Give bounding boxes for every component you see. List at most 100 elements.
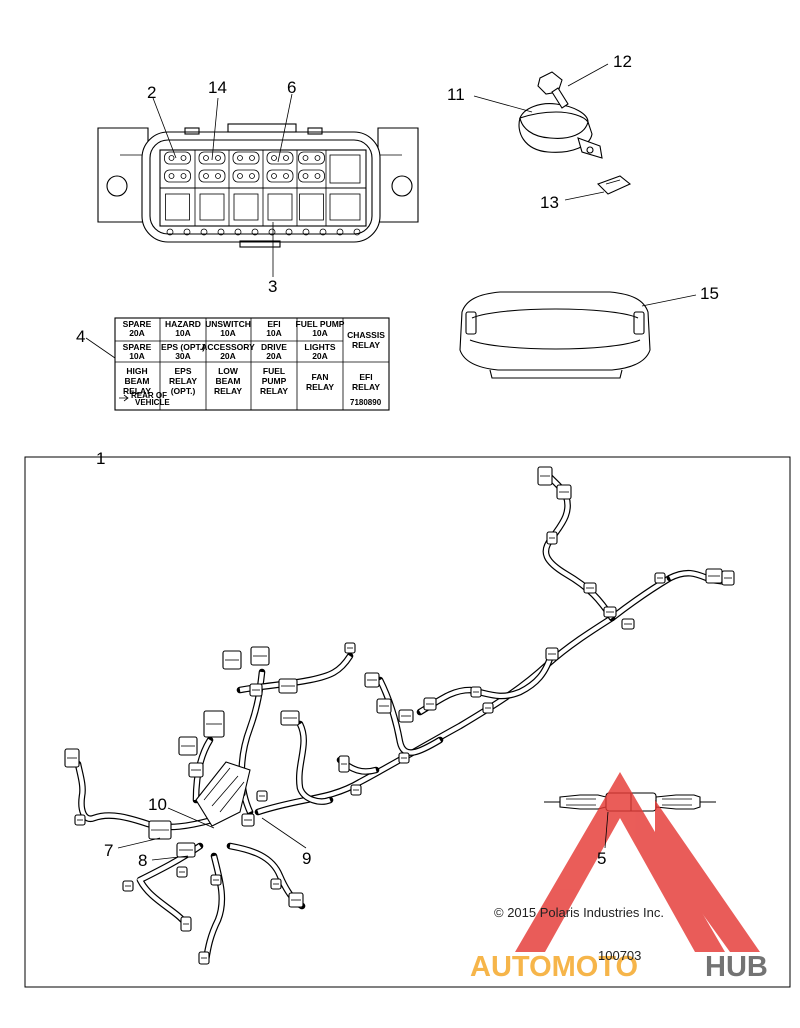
fuse-box-pin <box>183 228 191 236</box>
relay-slot <box>299 193 324 221</box>
fuse-label-cell: 20A <box>220 351 236 361</box>
callout-9: 9 <box>302 849 311 868</box>
fuse-box <box>97 123 419 248</box>
fuse-slot <box>198 169 226 183</box>
fuse-label-cell: LIGHTS <box>304 342 335 352</box>
fuse-label-cell: SPARE <box>123 319 152 329</box>
fuse-box-pin <box>336 228 344 236</box>
fuse-box-pin <box>251 228 259 236</box>
fuse-slot <box>298 151 325 165</box>
callout-2: 2 <box>147 83 156 102</box>
relay-slot <box>267 193 293 221</box>
callout-11: 11 <box>447 85 465 104</box>
fuse-label-cell: 10A <box>129 351 145 361</box>
bolt <box>537 71 569 109</box>
fuse-label-relay: RELAY <box>352 382 380 392</box>
fuse-label-relay: FAN <box>312 372 329 382</box>
fuse-label-cell: UNSWITCH <box>205 319 251 329</box>
fuse-box-pin <box>319 228 327 236</box>
relay-slot <box>329 154 361 184</box>
callout-1: 1 <box>96 449 105 468</box>
fuse-label-cell: ACCESSORY <box>201 342 255 352</box>
diagram-id: 100703 <box>598 948 641 963</box>
fuse-label-cell: EFI <box>267 319 280 329</box>
fuse-label-cell: DRIVE <box>261 342 287 352</box>
fuse-box-pin <box>166 228 174 236</box>
callout-5: 5 <box>597 849 606 868</box>
fuse-label-cell: 20A <box>129 328 145 338</box>
fuse-box-pin <box>285 228 293 236</box>
harness-frame <box>24 456 791 988</box>
watermark-triangle-inner <box>655 800 760 952</box>
fuse-label-cell: 10A <box>312 328 328 338</box>
fuse-label-cell: 30A <box>175 351 191 361</box>
callout-4: 4 <box>76 327 85 346</box>
callout-3: 3 <box>268 277 277 296</box>
fuse-box-pin <box>302 228 310 236</box>
fuse-slot <box>266 169 294 183</box>
callout-6: 6 <box>287 78 296 97</box>
fuse-label-cell: 10A <box>266 328 282 338</box>
fuse-label-rear-note-1: REAR OF <box>131 391 167 400</box>
fuse-label-chassis-relay: CHASSIS <box>347 330 385 340</box>
fuse-label-chassis-relay: RELAY <box>352 340 380 350</box>
callout-13: 13 <box>540 193 559 212</box>
fuse-box-pin <box>234 228 242 236</box>
relay-slot <box>233 193 259 221</box>
fuse-label-relay: RELAY <box>214 386 242 396</box>
callout-12: 12 <box>613 52 632 71</box>
fuse-label-cell: SPARE <box>123 342 152 352</box>
fuse-label-relay: PUMP <box>262 376 287 386</box>
fuse-label-relay: RELAY <box>169 376 197 386</box>
relay-slot <box>199 193 225 221</box>
nut-clip <box>597 175 632 195</box>
fuse-label-cell: 20A <box>266 351 282 361</box>
callout-8: 8 <box>138 851 147 870</box>
fuse-label-relay: HIGH <box>126 366 147 376</box>
fuse-box-pins <box>166 228 361 236</box>
fuse-label-relay: RELAY <box>123 386 151 396</box>
fuse-label-relay: LOW <box>218 366 239 376</box>
fuse-slot <box>164 169 191 183</box>
fuse-box-pin <box>268 228 276 236</box>
callout-10: 10 <box>148 795 167 814</box>
callout-labels: 1 2 3 4 5 6 7 8 9 10 11 12 13 14 15 <box>76 52 719 870</box>
relay-cover <box>459 291 651 379</box>
callout-15: 15 <box>700 284 719 303</box>
fuse-box-pin <box>353 228 361 236</box>
fuse-label-relay: (OPT.) <box>171 386 196 396</box>
fuse-label-cell: EPS (OPT.) <box>161 342 205 352</box>
fuse-slot <box>298 169 325 183</box>
leader-lines <box>85 63 697 861</box>
fuse-label-relay: BEAM <box>215 376 240 386</box>
fuse-label-cell: 10A <box>175 328 191 338</box>
watermark-word-2: HUB <box>705 951 768 983</box>
watermark: AUTOMOTO HUB <box>470 772 768 983</box>
fuse-slot <box>198 151 226 165</box>
fuse-label-cell: HAZARD <box>165 319 201 329</box>
fuse-box-pin <box>217 228 225 236</box>
watermark-word-1: AUTOMOTO <box>470 951 638 983</box>
relay-slot <box>329 193 361 221</box>
wiring-harness <box>64 466 735 965</box>
fuse-box-pin <box>200 228 208 236</box>
fuse-slot <box>232 151 260 165</box>
fuse-label-cell: 10A <box>220 328 236 338</box>
callout-7: 7 <box>104 841 113 860</box>
fuse-label-relay: EFI <box>359 372 372 382</box>
fuse-label-cell: FUEL PUMP <box>296 319 345 329</box>
fuse-label-relay: FUEL <box>263 366 285 376</box>
callout-14: 14 <box>208 78 227 97</box>
fuse-label-relay: BEAM <box>124 376 149 386</box>
fuse-label-cell: 20A <box>312 351 328 361</box>
fuse-label-relay: RELAY <box>260 386 288 396</box>
fuse-slot <box>164 151 191 165</box>
fuse-slot <box>232 169 260 183</box>
fuse-label-rear-note-2: VEHICLE <box>135 398 170 407</box>
watermark-triangle <box>515 772 725 952</box>
fuse-label-relay: EPS <box>174 366 191 376</box>
fuse-label-relay: RELAY <box>306 382 334 392</box>
fuse-label-part-number: 7180890 <box>350 398 382 407</box>
